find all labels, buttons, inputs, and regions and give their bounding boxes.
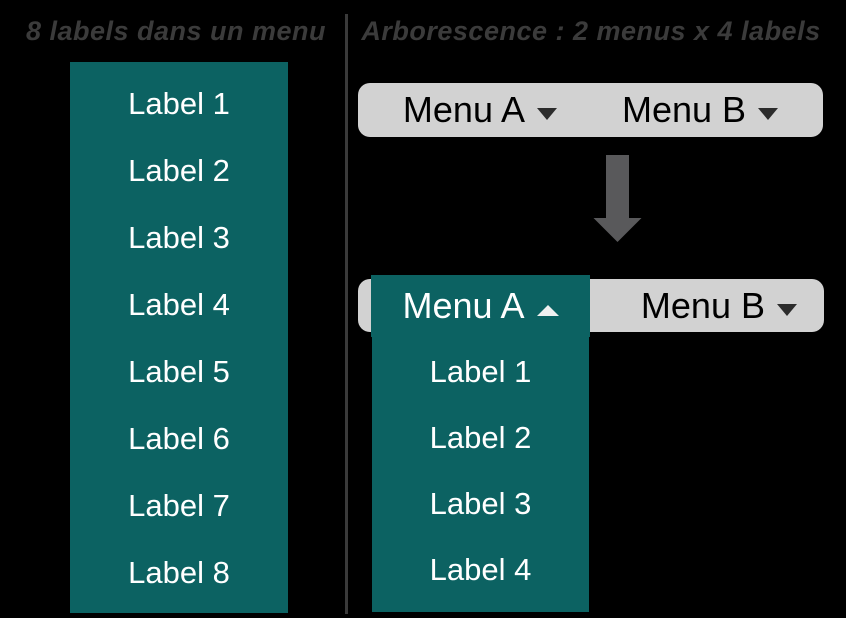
menu-a-button-open[interactable]: Menu A xyxy=(371,275,590,337)
menu-b-button-open-state[interactable]: Menu B xyxy=(641,285,797,327)
menu-item-label-5[interactable]: Label 5 xyxy=(128,353,230,389)
menu-item-label-1[interactable]: Label 1 xyxy=(128,85,230,121)
chevron-up-icon xyxy=(536,304,559,316)
menu-a-dropdown-panel: Label 1 Label 2 Label 3 Label 4 xyxy=(372,337,589,612)
menu-a-label: Menu A xyxy=(402,89,525,130)
menu-b-label: Menu B xyxy=(622,89,747,130)
menu-item-label-6[interactable]: Label 6 xyxy=(128,420,230,456)
menu-item-label-4[interactable]: Label 4 xyxy=(128,286,230,322)
dropdown-item-label-1[interactable]: Label 1 xyxy=(429,354,532,389)
menu-b-button-closed[interactable]: Menu B xyxy=(622,89,779,131)
menu-item-label-8[interactable]: Label 8 xyxy=(128,554,230,590)
section-divider xyxy=(345,14,348,614)
menu-a-button-closed[interactable]: Menu A xyxy=(403,89,557,131)
right-section-title: Arborescence : 2 menus x 4 labels xyxy=(361,16,821,46)
dropdown-item-label-3[interactable]: Label 3 xyxy=(429,486,532,521)
dropdown-item-label-2[interactable]: Label 2 xyxy=(429,420,532,455)
left-section-title: 8 labels dans un menu xyxy=(25,16,327,46)
menu-item-label-7[interactable]: Label 7 xyxy=(128,487,230,523)
chevron-down-icon xyxy=(537,108,557,120)
dropdown-item-label-4[interactable]: Label 4 xyxy=(429,552,532,587)
transition-down-arrow-icon xyxy=(593,155,642,242)
menu-b-label: Menu B xyxy=(640,284,765,326)
menu-item-label-2[interactable]: Label 2 xyxy=(128,152,230,188)
chevron-down-icon xyxy=(758,108,779,120)
menubar-closed: Menu A Menu B xyxy=(358,83,823,137)
menu-a-label: Menu A xyxy=(402,285,525,326)
chevron-down-icon xyxy=(777,303,797,316)
single-menu-panel: Label 1 Label 2 Label 3 Label 4 Label 5 … xyxy=(70,62,288,613)
menu-item-label-3[interactable]: Label 3 xyxy=(128,219,230,255)
